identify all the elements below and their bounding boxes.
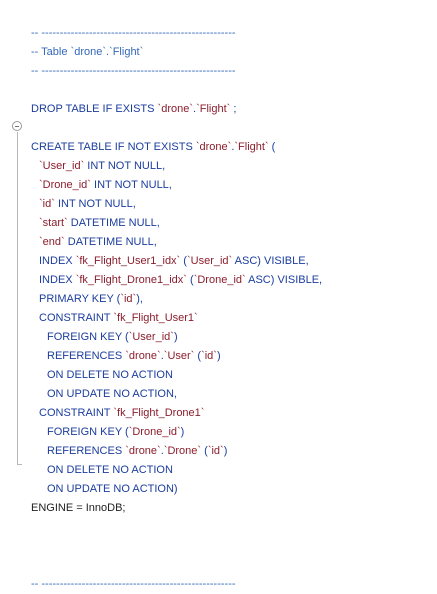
fold-guide-line	[16, 132, 18, 465]
fold-guide-end	[16, 464, 22, 465]
code-line: CONSTRAINT `fk_Flight_User1`	[39, 309, 198, 328]
code-line: FOREIGN KEY (`User_id`)	[47, 328, 178, 347]
comment-line: -- Table `drone`.`Flight`	[31, 43, 143, 62]
code-line: ENGINE = InnoDB;	[31, 499, 125, 518]
keyword-token: DROP TABLE IF EXISTS	[31, 103, 158, 115]
keyword-token: PRIMARY KEY (	[39, 293, 121, 305]
keyword-token: .	[231, 141, 235, 153]
identifier-token: `Drone_id`	[193, 274, 246, 286]
comment-text: -- -------------------------------------…	[31, 27, 236, 39]
keyword-token: INT NOT NULL,	[90, 179, 172, 191]
code-line: `User_id` INT NOT NULL,	[39, 157, 165, 176]
comment-text: -- -------------------------------------…	[31, 65, 236, 77]
identifier-token: `Drone_id`	[128, 426, 181, 438]
comment-text: -- Table `drone`.`Flight`	[31, 46, 144, 58]
code-line: CREATE TABLE IF NOT EXISTS `drone`.`Flig…	[31, 138, 275, 157]
keyword-token: ASC) VISIBLE,	[245, 274, 323, 286]
keyword-token: .	[193, 103, 197, 115]
identifier-token: `Flight`	[196, 103, 231, 115]
identifier-token: `id`	[207, 445, 224, 457]
identifier-token: `fk_Flight_User1`	[113, 312, 198, 324]
identifier-token: `start`	[39, 217, 68, 229]
code-line: INDEX `fk_Flight_User1_idx` (`User_id` A…	[39, 252, 309, 271]
keyword-token: CONSTRAINT	[39, 312, 114, 324]
keyword-token: ASC) VISIBLE,	[232, 255, 309, 267]
identifier-token: `id`	[201, 350, 217, 362]
code-line: FOREIGN KEY (`Drone_id`)	[47, 423, 184, 442]
keyword-token: INDEX	[39, 255, 76, 267]
code-line: `start` DATETIME NULL,	[39, 214, 160, 233]
keyword-token: INT NOT NULL,	[84, 160, 166, 172]
code-line: ON DELETE NO ACTION	[47, 366, 173, 385]
code-line: REFERENCES `drone`.`Drone` (`id`)	[47, 442, 227, 461]
keyword-token: )	[180, 426, 185, 438]
keyword-token: ON UPDATE NO ACTION,	[47, 388, 177, 400]
identifier-token: `Flight`	[234, 141, 269, 153]
code-line: CONSTRAINT `fk_Flight_Drone1`	[39, 404, 204, 423]
keyword-token: ON DELETE NO ACTION	[47, 369, 173, 381]
keyword-token: (	[201, 445, 208, 457]
code-line: `Drone_id` INT NOT NULL,	[39, 176, 172, 195]
code-line: DROP TABLE IF EXISTS `drone`.`Flight` ;	[31, 100, 236, 119]
identifier-token: `fk_Flight_User1_idx`	[75, 255, 181, 267]
identifier-token: `Drone_id`	[39, 179, 91, 191]
keyword-token: REFERENCES	[47, 445, 126, 457]
keyword-token: INT NOT NULL,	[54, 198, 136, 210]
code-line: `id` INT NOT NULL,	[39, 195, 136, 214]
keyword-token: ON DELETE NO ACTION	[47, 464, 173, 476]
keyword-token: (	[186, 274, 194, 286]
keyword-token: ON UPDATE NO ACTION)	[47, 483, 178, 495]
code-line: ON DELETE NO ACTION	[47, 461, 173, 480]
keyword-token: )	[173, 331, 178, 343]
identifier-token: `id`	[120, 293, 137, 305]
identifier-token: `User_id`	[128, 331, 174, 343]
code-line: ON UPDATE NO ACTION,	[47, 385, 177, 404]
comment-text: -- -------------------------------------…	[31, 578, 236, 590]
identifier-token: `drone`	[157, 103, 194, 115]
keyword-token: .	[160, 445, 164, 457]
keyword-token: CONSTRAINT	[39, 407, 114, 419]
code-line: `end` DATETIME NULL,	[39, 233, 157, 252]
keyword-token: (	[268, 141, 276, 153]
fold-collapse-icon[interactable]	[12, 121, 22, 131]
keyword-token: REFERENCES	[47, 350, 126, 362]
comment-line: -- -------------------------------------…	[31, 575, 236, 594]
identifier-token: `User`	[163, 350, 195, 362]
code-line: ON UPDATE NO ACTION)	[47, 480, 178, 499]
identifier-token: `end`	[39, 236, 65, 248]
keyword-token: INDEX	[39, 274, 76, 286]
identifier-token: `drone`	[125, 445, 161, 457]
keyword-token: FOREIGN KEY (	[47, 331, 129, 343]
plain-token: ENGINE = InnoDB;	[31, 502, 126, 514]
comment-line: -- -------------------------------------…	[31, 24, 236, 43]
keyword-token: (	[180, 255, 187, 267]
keyword-token: )	[216, 350, 221, 362]
identifier-token: `fk_Flight_Drone1`	[113, 407, 205, 419]
identifier-token: `drone`	[125, 350, 161, 362]
identifier-token: `fk_Flight_Drone1_idx`	[75, 274, 187, 286]
identifier-token: `User_id`	[186, 255, 233, 267]
keyword-token: FOREIGN KEY (	[47, 426, 129, 438]
keyword-token: )	[223, 445, 228, 457]
keyword-token: .	[160, 350, 164, 362]
code-line: REFERENCES `drone`.`User` (`id`)	[47, 347, 221, 366]
code-line: PRIMARY KEY (`id`),	[39, 290, 143, 309]
keyword-token: ;	[230, 103, 237, 115]
keyword-token: CREATE TABLE IF NOT EXISTS	[31, 141, 196, 153]
identifier-token: `User_id`	[39, 160, 85, 172]
identifier-token: `Drone`	[163, 445, 202, 457]
code-line: INDEX `fk_Flight_Drone1_idx` (`Drone_id`…	[39, 271, 322, 290]
keyword-token: DATETIME NULL,	[67, 217, 160, 229]
identifier-token: `drone`	[195, 141, 232, 153]
keyword-token: (	[194, 350, 202, 362]
keyword-token: ),	[136, 293, 143, 305]
comment-line: -- -------------------------------------…	[31, 62, 236, 81]
keyword-token: DATETIME NULL,	[64, 236, 157, 248]
identifier-token: `id`	[39, 198, 55, 210]
